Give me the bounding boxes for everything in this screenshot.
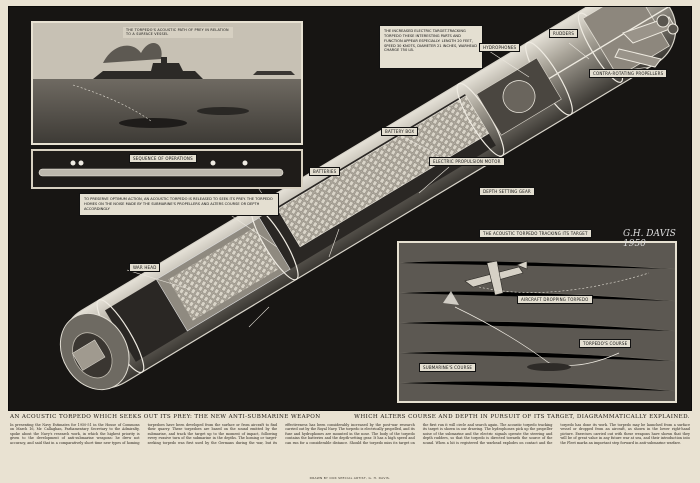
label-torpedo-course: TORPEDO'S COURSE xyxy=(579,339,632,348)
aircraft-icon xyxy=(464,260,528,296)
label-depth-gear: DEPTH SETTING GEAR xyxy=(479,187,535,196)
caption-title-left: AN ACOUSTIC TORPEDO WHICH SEEKS OUT ITS … xyxy=(10,414,321,420)
label-sub-course: SUBMARINE'S COURSE xyxy=(419,363,477,372)
sequence-description: TO PRESERVE OPTIMUM ACTION, AN ACOUSTIC … xyxy=(79,193,279,216)
illustration-plate: THE TORPEDO'S ACOUSTIC PATH OF PREY IN R… xyxy=(8,6,692,411)
inset-surface-scene: THE TORPEDO'S ACOUSTIC PATH OF PREY IN R… xyxy=(31,21,303,145)
caption-title-right: WHICH ALTERS COURSE AND DEPTH IN PURSUIT… xyxy=(354,414,690,420)
tracking-scene-drawing xyxy=(399,243,675,401)
label-hydrophones: HYDROPHONES xyxy=(479,43,521,52)
sequence-title: SEQUENCE OF OPERATIONS xyxy=(129,154,197,163)
surface-scene-drawing xyxy=(33,23,301,143)
sequence-strip: SEQUENCE OF OPERATIONS xyxy=(31,149,303,189)
credit-line: DRAWN BY OUR SPECIAL ARTIST, G. H. DAVIS… xyxy=(309,476,391,480)
label-war-head: WAR HEAD xyxy=(129,263,161,272)
label-batteries: BATTERIES xyxy=(309,167,341,176)
caption-body: In presenting the Navy Estimates for 195… xyxy=(10,423,690,445)
label-propellers: CONTRA-ROTATING PROPELLERS xyxy=(589,69,668,78)
torpedo-cutaway-drawing xyxy=(59,7,679,391)
label-aircraft-drop: AIRCRAFT DROPPING TORPEDO xyxy=(517,295,593,304)
tracking-title: THE ACOUSTIC TORPEDO TRACKING ITS TARGET xyxy=(479,229,592,238)
sequence-strip-drawing xyxy=(38,160,284,177)
caption-title: AN ACOUSTIC TORPEDO WHICH SEEKS OUT ITS … xyxy=(10,414,690,420)
label-motor: ELECTRIC PROPULSION MOTOR xyxy=(429,157,505,166)
artist-signature: G.H. DAVIS 1950 xyxy=(623,229,676,249)
tail-assembly xyxy=(614,14,679,68)
label-rudders: RUDDERS xyxy=(549,29,579,38)
inset-caption: THE TORPEDO'S ACOUSTIC PATH OF PREY IN R… xyxy=(123,27,233,38)
torpedo-body xyxy=(59,7,677,391)
specification-box: THE INCREASED ELECTRIC TARGET-TRACKING T… xyxy=(379,25,483,69)
inset-tracking-scene: AIRCRAFT DROPPING TORPEDO TORPEDO'S COUR… xyxy=(397,241,677,403)
label-battery-box: BATTERY BOX xyxy=(381,127,419,136)
